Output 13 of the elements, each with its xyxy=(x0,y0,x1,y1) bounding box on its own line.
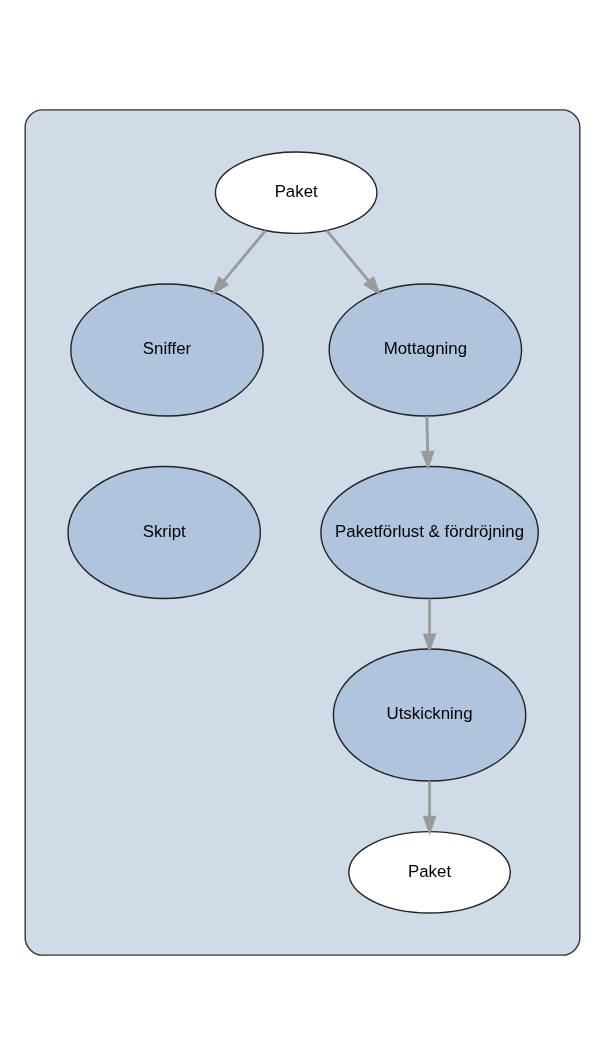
node-ellipse: Utskickning xyxy=(332,647,527,782)
arrow xyxy=(420,415,435,471)
node-ellipse: Sniffer xyxy=(70,282,264,417)
node-ellipse: Paket xyxy=(348,830,511,914)
arrow xyxy=(422,598,437,653)
node-ellipse: Paket xyxy=(214,150,378,234)
node-ellipse: Paketförlust & fördröjning xyxy=(320,465,539,599)
arrow xyxy=(422,780,437,835)
node-ellipse: Mottagning xyxy=(328,282,523,417)
node-ellipse: Skript xyxy=(67,465,262,599)
arrow xyxy=(325,229,382,296)
arrow xyxy=(211,229,267,296)
cluster xyxy=(24,108,581,956)
